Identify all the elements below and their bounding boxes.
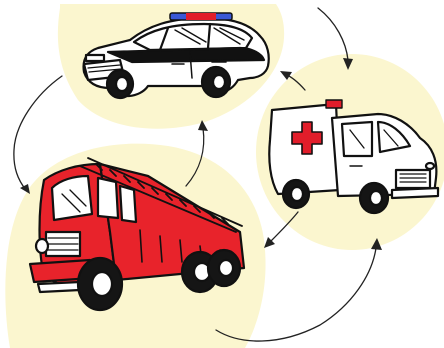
ambulance-siren bbox=[326, 100, 342, 108]
top-to-ambulance-arrow bbox=[318, 8, 348, 60]
police-to-fire-arrowhead bbox=[20, 184, 30, 194]
